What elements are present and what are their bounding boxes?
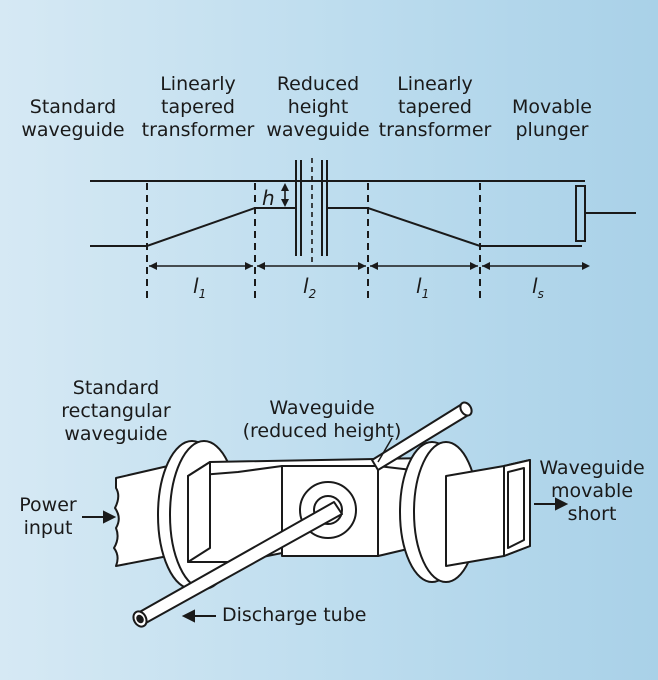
dim-label-l1-a: l1 [193,274,207,301]
label-power-input: Power input [19,494,77,539]
label-discharge-tube: Discharge tube [222,604,367,626]
label-movable-plunger: Movable plunger [512,96,592,141]
bottom-wall-profile [90,207,296,247]
label-reduced-height-waveguide: Reduced height waveguide [266,73,370,141]
bottom-wall-profile-right [328,207,582,247]
label-waveguide-reduced-height: Waveguide (reduced height) [242,397,402,442]
waveguide-pointer [377,437,393,463]
label-tapered-transformer-right: Linearly tapered transformer [378,73,492,141]
label-height-h: h [262,186,275,210]
tube-top-end [459,401,473,417]
label-standard-rectangular-waveguide: Standard rectangular waveguide [61,377,171,445]
top-schematic [90,158,636,298]
short-box-inner [507,467,525,549]
label-tapered-transformer-left: Linearly tapered transformer [141,73,255,141]
dim-label-l2: l2 [303,274,317,301]
left-waveguide-body [113,465,169,567]
label-standard-waveguide: Standard waveguide [21,96,125,141]
left-taper-front [187,461,211,563]
dim-label-l1-b: l1 [416,274,430,301]
label-waveguide-movable-short: Waveguide movable short [539,457,645,525]
dim-label-ls: ls [532,274,544,301]
